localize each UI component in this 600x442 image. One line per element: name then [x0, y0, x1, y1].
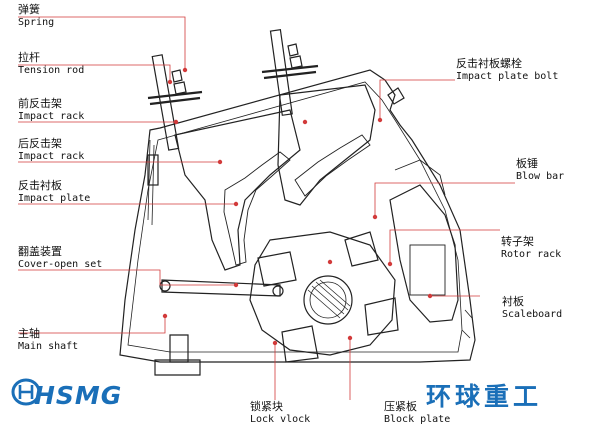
label-block-plate: 压紧板 Block plate: [384, 400, 451, 425]
label-blow-bar: 板锤 Blow bar: [516, 157, 565, 182]
label-impact-plate-bolt: 反击衬板螺栓 Impact plate bolt: [456, 57, 559, 82]
label-scaleboard-en: Scaleboard: [502, 308, 563, 320]
label-blow-bar-en: Blow bar: [516, 170, 565, 182]
callout-dots: [162, 67, 433, 346]
label-impact-plate-cn: 反击衬板: [18, 179, 62, 192]
label-lock-block: 锁紧块 Lock vlock: [250, 400, 311, 425]
label-impact-plate-bolt-cn: 反击衬板螺栓: [456, 57, 522, 70]
label-cover-open-set: 翻盖装置 Cover-open set: [18, 245, 103, 270]
label-rear-impact-rack-en: Impact rack: [18, 150, 85, 162]
front-impact-rack: [174, 109, 301, 271]
blow-bar-left: [257, 251, 297, 287]
label-rotor-rack-en: Rotor rack: [501, 248, 562, 260]
main-shaft-hub: [303, 275, 353, 325]
label-spring-cn: 弹簧: [18, 3, 40, 16]
label-front-impact-rack-cn: 前反击架: [18, 97, 62, 110]
scaleboard: [389, 184, 459, 323]
rotor-assembly: [249, 231, 399, 363]
label-main-shaft-cn: 主轴: [18, 327, 40, 340]
base-frame: [154, 334, 201, 376]
leader-lines: [18, 16, 515, 400]
tension-rod-right: [261, 29, 319, 116]
label-lock-block-en: Lock vlock: [250, 413, 311, 425]
label-scaleboard: 衬板 Scaleboard: [502, 295, 563, 320]
hsmg-logo-mark: [11, 378, 41, 406]
label-front-impact-rack-en: Impact rack: [18, 110, 85, 122]
label-lock-block-cn: 锁紧块: [250, 400, 283, 413]
label-main-shaft-en: Main shaft: [18, 340, 79, 352]
machine-drawing: [119, 29, 476, 376]
label-cover-open-set-en: Cover-open set: [18, 258, 103, 270]
label-main-shaft: 主轴 Main shaft: [18, 327, 79, 352]
rear-impact-plate: [294, 134, 371, 197]
front-impact-plate: [223, 151, 291, 266]
label-rotor-rack-cn: 转子架: [501, 235, 534, 248]
label-front-impact-rack: 前反击架 Impact rack: [18, 97, 85, 122]
label-tension-rod-cn: 拉杆: [18, 51, 40, 64]
label-spring-en: Spring: [18, 16, 55, 28]
label-tension-rod: 拉杆 Tension rod: [18, 51, 85, 76]
tension-rod-left: [147, 54, 203, 151]
label-rear-impact-rack: 后反击架 Impact rack: [18, 137, 85, 162]
label-rear-impact-rack-cn: 后反击架: [18, 137, 62, 150]
brand-name-cn: 环球重工: [426, 382, 543, 411]
rear-impact-rack: [277, 84, 376, 206]
label-cover-open-set-cn: 翻盖装置: [18, 245, 62, 258]
blow-bar-top: [344, 231, 379, 267]
label-rotor-rack: 转子架 Rotor rack: [501, 235, 562, 260]
housing-outline: [119, 69, 476, 363]
blow-bar-bottom: [281, 325, 319, 363]
cover-open-cylinder: [161, 279, 281, 297]
label-block-plate-cn: 压紧板: [384, 400, 417, 413]
label-block-plate-en: Block plate: [384, 413, 451, 425]
label-spring: 弹簧 Spring: [18, 3, 55, 28]
label-impact-plate-en: Impact plate: [18, 192, 91, 204]
label-impact-plate-bolt-en: Impact plate bolt: [456, 70, 559, 82]
label-tension-rod-en: Tension rod: [18, 64, 85, 76]
brand-logo: HSMG: [34, 381, 123, 410]
housing-inner: [127, 81, 463, 353]
blow-bar-right: [364, 297, 399, 336]
label-blow-bar-cn: 板锤: [516, 157, 538, 170]
label-scaleboard-cn: 衬板: [502, 295, 524, 308]
label-impact-plate: 反击衬板 Impact plate: [18, 179, 91, 204]
